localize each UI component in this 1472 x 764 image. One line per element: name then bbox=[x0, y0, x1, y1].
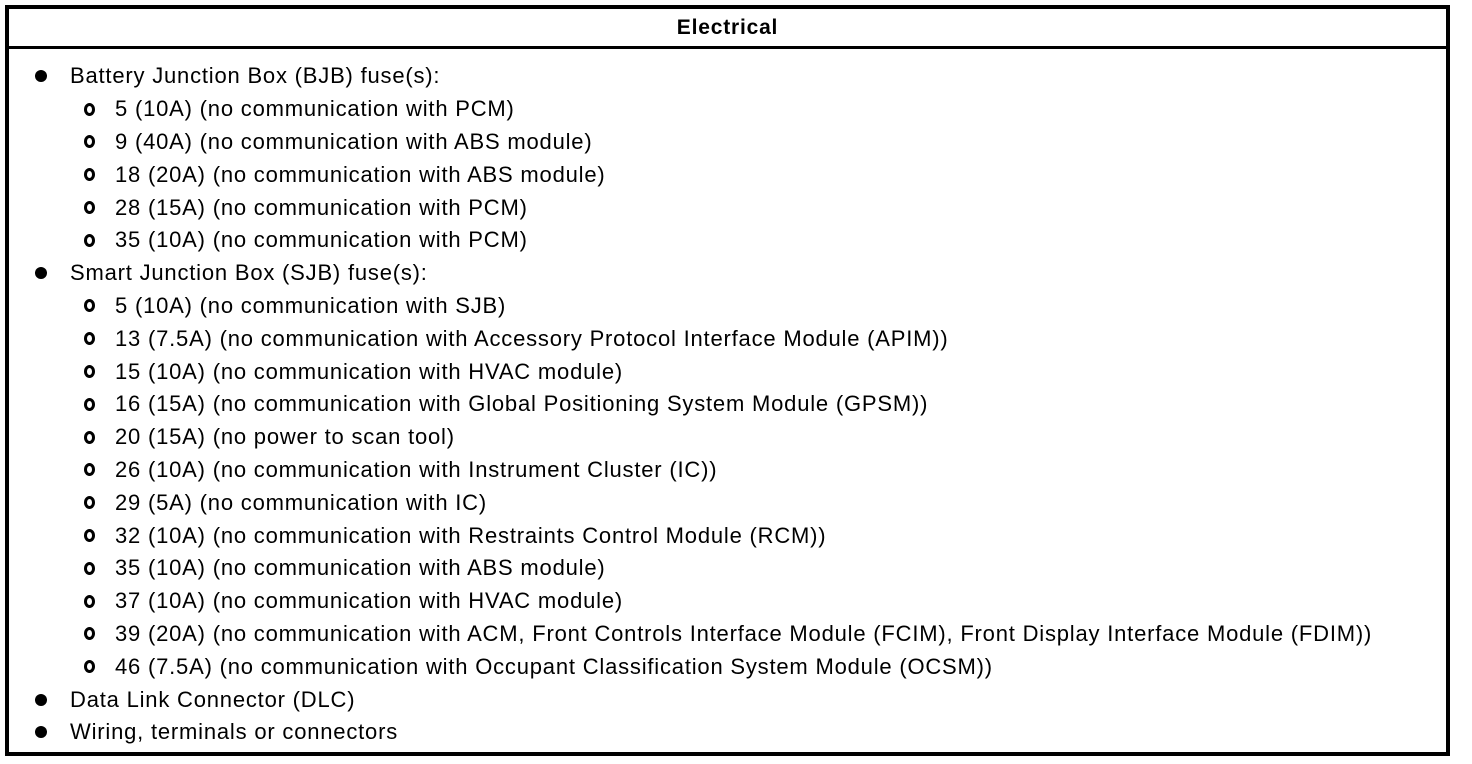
bullet-filled-icon bbox=[35, 70, 47, 83]
bullet-open-icon bbox=[84, 660, 95, 674]
sub-list-item: 35 (10A) (no communication with PCM) bbox=[9, 224, 1446, 257]
sub-list-item: 29 (5A) (no communication with IC) bbox=[9, 486, 1446, 519]
sub-list-item-label: 35 (10A) (no communication with PCM) bbox=[115, 227, 528, 253]
sub-list-item: 46 (7.5A) (no communication with Occupan… bbox=[9, 650, 1446, 683]
list-item: Wiring, terminals or connectors bbox=[9, 716, 1446, 749]
sub-list-item: 32 (10A) (no communication with Restrain… bbox=[9, 519, 1446, 552]
bullet-open-icon bbox=[84, 201, 95, 215]
bullet-open-icon bbox=[84, 102, 95, 116]
sub-list-item: 35 (10A) (no communication with ABS modu… bbox=[9, 552, 1446, 585]
sub-list-item-label: 9 (40A) (no communication with ABS modul… bbox=[115, 128, 593, 154]
sub-list-item: 9 (40A) (no communication with ABS modul… bbox=[9, 126, 1446, 159]
bullet-open-icon bbox=[84, 430, 95, 444]
bullet-open-icon bbox=[84, 496, 95, 510]
bullet-open-icon bbox=[84, 332, 95, 346]
sub-list-item: 18 (20A) (no communication with ABS modu… bbox=[9, 158, 1446, 191]
bullet-open-icon bbox=[84, 233, 95, 247]
bullet-open-icon bbox=[84, 299, 95, 313]
sub-list-item: 26 (10A) (no communication with Instrume… bbox=[9, 454, 1446, 487]
sub-list-item-label: 46 (7.5A) (no communication with Occupan… bbox=[115, 653, 993, 679]
sub-list-item-label: 37 (10A) (no communication with HVAC mod… bbox=[115, 588, 623, 614]
sub-list-item-label: 20 (15A) (no power to scan tool) bbox=[115, 424, 455, 450]
bullet-open-icon bbox=[84, 365, 95, 379]
list-item-label: Smart Junction Box (SJB) fuse(s): bbox=[70, 260, 428, 286]
sub-list-item: 13 (7.5A) (no communication with Accesso… bbox=[9, 322, 1446, 355]
sub-list-item-label: 16 (15A) (no communication with Global P… bbox=[115, 391, 929, 417]
sub-list-item: 39 (20A) (no communication with ACM, Fro… bbox=[9, 618, 1446, 651]
bullet-filled-icon bbox=[35, 726, 47, 739]
electrical-table: Electrical Battery Junction Box (BJB) fu… bbox=[5, 5, 1450, 756]
sub-list-item: 16 (15A) (no communication with Global P… bbox=[9, 388, 1446, 421]
bullet-open-icon bbox=[84, 627, 95, 641]
list-item: Data Link Connector (DLC) bbox=[9, 683, 1446, 716]
item-list: Battery Junction Box (BJB) fuse(s): 5 (1… bbox=[9, 60, 1446, 749]
sub-list-item: 15 (10A) (no communication with HVAC mod… bbox=[9, 355, 1446, 388]
sub-list-item: 37 (10A) (no communication with HVAC mod… bbox=[9, 585, 1446, 618]
list-item: Smart Junction Box (SJB) fuse(s): bbox=[9, 257, 1446, 290]
table-header: Electrical bbox=[9, 9, 1446, 49]
list-item-label: Wiring, terminals or connectors bbox=[70, 719, 399, 745]
sub-list-item-label: 32 (10A) (no communication with Restrain… bbox=[115, 522, 827, 548]
list-item-label: Battery Junction Box (BJB) fuse(s): bbox=[70, 63, 441, 89]
bullet-open-icon bbox=[84, 463, 95, 477]
sub-list-item-label: 39 (20A) (no communication with ACM, Fro… bbox=[115, 620, 1373, 646]
sub-list-item: 5 (10A) (no communication with SJB) bbox=[9, 290, 1446, 323]
sub-list-item-label: 29 (5A) (no communication with IC) bbox=[115, 489, 487, 515]
bullet-open-icon bbox=[84, 594, 95, 608]
bullet-open-icon bbox=[84, 561, 95, 575]
sub-list-item: 20 (15A) (no power to scan tool) bbox=[9, 421, 1446, 454]
bullet-open-icon bbox=[84, 135, 95, 149]
bullet-open-icon bbox=[84, 168, 95, 182]
sub-list-item-label: 26 (10A) (no communication with Instrume… bbox=[115, 456, 718, 482]
list-item: Battery Junction Box (BJB) fuse(s): bbox=[9, 60, 1446, 93]
bullet-filled-icon bbox=[35, 267, 47, 280]
bullet-open-icon bbox=[84, 397, 95, 411]
sub-list-item-label: 5 (10A) (no communication with SJB) bbox=[115, 292, 507, 318]
sub-list-item-label: 18 (20A) (no communication with ABS modu… bbox=[115, 161, 606, 187]
sub-list-item-label: 35 (10A) (no communication with ABS modu… bbox=[115, 555, 606, 581]
table-title: Electrical bbox=[676, 15, 779, 39]
sub-list-item-label: 5 (10A) (no communication with PCM) bbox=[115, 96, 515, 122]
bullet-filled-icon bbox=[35, 693, 47, 706]
table-body: Battery Junction Box (BJB) fuse(s): 5 (1… bbox=[9, 49, 1446, 749]
sub-list-item: 5 (10A) (no communication with PCM) bbox=[9, 93, 1446, 126]
sub-list-item-label: 13 (7.5A) (no communication with Accesso… bbox=[115, 325, 949, 351]
sub-list-item: 28 (15A) (no communication with PCM) bbox=[9, 191, 1446, 224]
sub-list-item-label: 15 (10A) (no communication with HVAC mod… bbox=[115, 358, 623, 384]
sub-list-item-label: 28 (15A) (no communication with PCM) bbox=[115, 194, 528, 220]
list-item-label: Data Link Connector (DLC) bbox=[70, 686, 356, 712]
bullet-open-icon bbox=[84, 529, 95, 543]
